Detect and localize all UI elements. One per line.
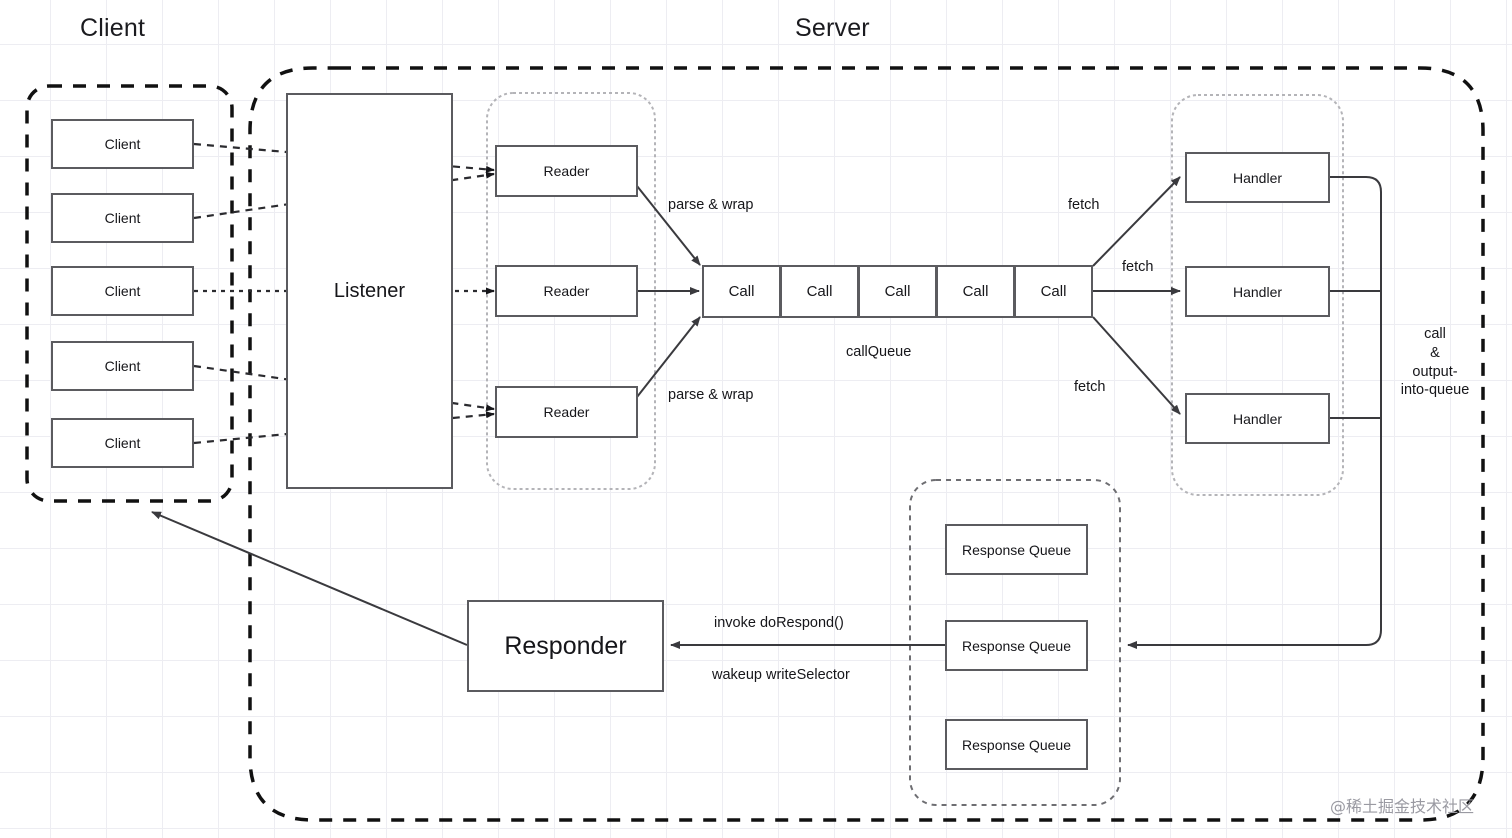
- response-queue-node[interactable]: Response Queue: [945, 719, 1088, 770]
- call-output-line3: output-: [1412, 364, 1458, 380]
- call-queue-cell[interactable]: Call: [780, 265, 859, 318]
- call-queue-cell-label: Call: [962, 283, 989, 300]
- responder-to-client-arrow: [151, 511, 468, 646]
- listener-label: Listener: [333, 279, 406, 302]
- handler-node-label: Handler: [1232, 410, 1283, 427]
- invoke-do-respond-label: invoke doRespond(): [714, 615, 844, 631]
- response-queue-node-label: Response Queue: [962, 541, 1071, 558]
- call-queue-caption: callQueue: [846, 344, 912, 360]
- client-node[interactable]: Client: [51, 193, 194, 243]
- reader-node[interactable]: Reader: [495, 265, 638, 317]
- call-queue-cell-label: Call: [884, 283, 911, 300]
- response-queue-node-label: Response Queue: [962, 637, 1071, 654]
- parse-wrap-bottom-label: parse & wrap: [668, 387, 754, 403]
- reader-node-label: Reader: [543, 283, 590, 299]
- response-queue-node[interactable]: Response Queue: [945, 620, 1088, 671]
- client-boundary: [25, 84, 234, 503]
- listener-node[interactable]: Listener: [286, 93, 453, 489]
- response-queue-node-label: Response Queue: [962, 736, 1071, 753]
- call-queue-cell[interactable]: Call: [1014, 265, 1093, 318]
- client-node-label: Client: [104, 435, 141, 451]
- reader-node-label: Reader: [543, 163, 590, 179]
- client-node-label: Client: [104, 283, 141, 299]
- watermark: @稀土掘金技术社区: [1330, 797, 1475, 816]
- response-queue-node[interactable]: Response Queue: [945, 524, 1088, 575]
- handler-group-boundary: [1171, 94, 1344, 496]
- reader-node-label: Reader: [543, 404, 590, 420]
- call-output-line4: into-queue: [1400, 382, 1470, 398]
- client-node[interactable]: Client: [51, 341, 194, 391]
- callqueue-to-handler3-arrow: [1092, 316, 1181, 415]
- handler-node[interactable]: Handler: [1185, 152, 1330, 203]
- call-queue-cell-label: Call: [728, 283, 755, 300]
- handler-node-label: Handler: [1232, 169, 1283, 186]
- reader-node[interactable]: Reader: [495, 386, 638, 438]
- fetch-top-label: fetch: [1068, 197, 1100, 213]
- handler1-output-bus: [1127, 176, 1382, 649]
- responder-label: Responder: [504, 631, 627, 660]
- call-queue-cell-label: Call: [1040, 283, 1067, 300]
- client-node-label: Client: [104, 136, 141, 152]
- server-section-title: Server: [795, 14, 870, 42]
- handler-node-label: Handler: [1232, 283, 1283, 300]
- responder-node[interactable]: Responder: [467, 600, 664, 692]
- reader3-to-callqueue-arrow: [636, 316, 701, 398]
- client-node-label: Client: [104, 210, 141, 226]
- fetch-mid-label: fetch: [1122, 259, 1154, 275]
- reader1-to-callqueue-arrow: [636, 185, 701, 266]
- handler-node[interactable]: Handler: [1185, 266, 1330, 317]
- call-output-line1: call: [1424, 326, 1446, 342]
- client-section-title: Client: [80, 14, 146, 42]
- call-output-line2: &: [1430, 345, 1440, 361]
- callqueue-to-handler1-arrow: [1092, 176, 1181, 267]
- call-queue-cell[interactable]: Call: [936, 265, 1015, 318]
- client-node-label: Client: [104, 358, 141, 374]
- reader-node[interactable]: Reader: [495, 145, 638, 197]
- wakeup-write-selector-label: wakeup writeSelector: [712, 667, 850, 683]
- call-queue-cell[interactable]: Call: [702, 265, 781, 318]
- client-node[interactable]: Client: [51, 119, 194, 169]
- handler-node[interactable]: Handler: [1185, 393, 1330, 444]
- fetch-bottom-label: fetch: [1074, 379, 1106, 395]
- parse-wrap-top-label: parse & wrap: [668, 197, 754, 213]
- response-queue-group-boundary: [909, 479, 1121, 806]
- call-queue-cell[interactable]: Call: [858, 265, 937, 318]
- client-node[interactable]: Client: [51, 418, 194, 468]
- call-queue-cell-label: Call: [806, 283, 833, 300]
- client-node[interactable]: Client: [51, 266, 194, 316]
